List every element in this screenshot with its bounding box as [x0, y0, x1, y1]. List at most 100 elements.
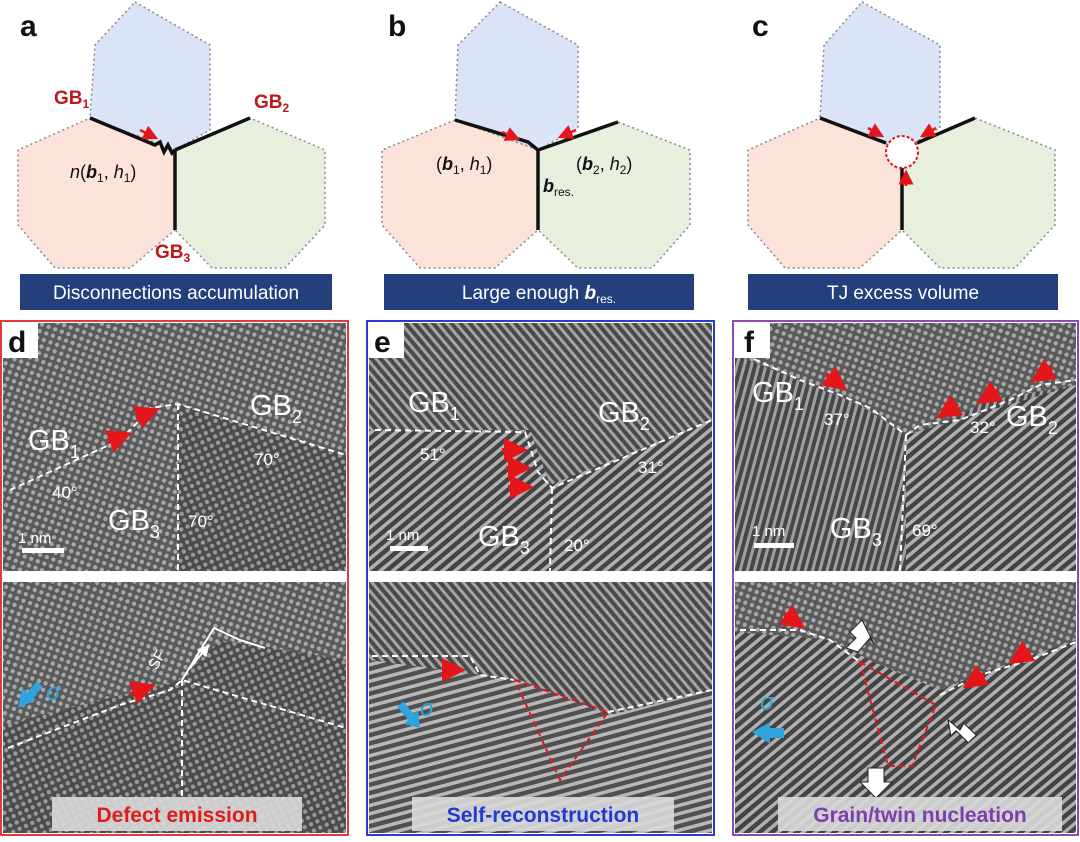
panel-d: GB1 GB2 GB3 40° 70° 70° 1 nm SF σ Defect…: [0, 320, 349, 836]
angle-d3: 70°: [188, 512, 214, 531]
scale-label-e: 1 nm: [386, 527, 419, 544]
sigma-arrow-e: [396, 701, 416, 721]
white-arrow-f-right: [947, 718, 977, 744]
tem-grain-f-bottom-upper: [735, 582, 1076, 690]
gb-dashed-e-bottom-right: [607, 689, 713, 713]
tem-grain-f-top-upper: [735, 323, 1076, 435]
nucleation-polygon-f: [858, 659, 938, 767]
white-arrow-f-down: [858, 767, 894, 799]
caption-box-d: [52, 797, 302, 831]
label-gb1-d: GB1: [28, 425, 80, 462]
grain-green-b: [537, 121, 691, 269]
gb-dashed-e-top: [374, 419, 713, 490]
label-gb3-d: GB3: [108, 505, 160, 542]
gb1-dashed-f-bottom: [740, 629, 861, 663]
red-arrow-f8: [1008, 640, 1036, 665]
caption-e: Self-reconstruction: [447, 804, 640, 827]
red-arrow-f2: [820, 366, 848, 391]
grain-pink-a: [17, 117, 176, 269]
caption-box-f: [778, 797, 1062, 831]
caption-bar-a: [20, 274, 332, 310]
red-arrow-c-left: [867, 123, 885, 138]
angle-f1: 37°: [824, 410, 850, 429]
label-bres-b: bres.: [543, 176, 574, 199]
red-arrow-f7: [962, 664, 990, 689]
label-gb3-e: GB3: [478, 521, 530, 558]
angle-e3: 20°: [564, 536, 590, 555]
label-gb1-a: GB1: [54, 88, 90, 111]
label-b1h1-b: (b1, h1): [436, 154, 492, 177]
panel-letter-a: a: [20, 10, 37, 43]
scale-bar-e: [390, 546, 428, 551]
panel-letter-b: b: [388, 10, 406, 43]
angle-f2: 32°: [970, 418, 996, 437]
sigma-label-f: σ: [760, 689, 776, 716]
red-arrow-c-right: [919, 123, 937, 138]
sigma-arrowhead-e: [404, 710, 420, 728]
panel-c: c TJ excess volume: [747, 1, 1058, 310]
red-arrow-f4: [976, 380, 1004, 405]
caption-box-e: [412, 797, 674, 831]
panel-b: b (b1, h1) (b2, h2) bres. Large enough b…: [381, 1, 694, 310]
label-gb1-f: GB1: [752, 377, 804, 414]
label-gb2-f: GB2: [1006, 401, 1058, 438]
scale-label-d: 1 nm: [18, 530, 51, 547]
grain-green-a: [174, 117, 326, 269]
caption-b: Large enough bres.: [462, 283, 616, 306]
angle-e2: 31°: [638, 458, 664, 477]
gb-dashed-d-top: [9, 402, 347, 491]
caption-bar-b: [384, 274, 694, 310]
gb3-dashed-f-top: [899, 434, 907, 572]
gb1-dashed-f-top: [744, 354, 907, 436]
tab-bg-d: [2, 322, 38, 358]
caption-bar-c: [748, 274, 1058, 310]
angle-f3: 69°: [912, 521, 938, 540]
sigma-arrowhead-d: [18, 688, 36, 708]
panel-letter-c: c: [752, 10, 769, 43]
panel-letter-d: d: [8, 326, 26, 359]
scale-label-f: 1 nm: [752, 523, 785, 540]
white-arrow-f-up: [845, 619, 875, 653]
caption-f: Grain/twin nucleation: [813, 804, 1027, 827]
tab-bg-e: [368, 322, 404, 358]
tem-grain-d-bottom-top: [3, 582, 346, 725]
gb3-dashed-e-top: [549, 487, 553, 572]
angle-d2: 70°: [254, 450, 280, 469]
angle-e1: 51°: [420, 445, 446, 464]
tj-excess-volume-circle: [885, 135, 919, 169]
label-nbh-a: n(b1, h1): [70, 162, 136, 185]
gb2-line-c: [916, 116, 976, 145]
sf-arrow-d: [189, 644, 210, 669]
panel-letter-tabs: d e f: [2, 322, 770, 359]
label-gb2-d: GB2: [250, 390, 302, 427]
grain-blue-b: [454, 1, 579, 151]
panel-letter-f: f: [744, 326, 755, 359]
sigma-arrow-f: [752, 722, 784, 744]
label-gb2-a: GB2: [254, 92, 290, 115]
red-arrow-f5: [1030, 358, 1058, 383]
grain-green-c: [901, 117, 1056, 269]
red-arrow-f3: [936, 394, 964, 419]
scale-bar-f: [754, 543, 794, 548]
label-gb1-e: GB1: [408, 387, 460, 424]
red-arrow-d2: [132, 406, 160, 429]
panel-letter-e: e: [374, 326, 391, 359]
tem-grain-e-bottom-upper: [369, 582, 712, 715]
red-arrow-b-right: [557, 125, 577, 139]
label-gb3-f: GB3: [830, 513, 882, 550]
panel-a: a GB1 GB2 GB3 n(b1, h1) Disconnections a…: [17, 1, 332, 310]
gb1-line-c: [819, 116, 887, 145]
label-b2h2-b: (b2, h2): [576, 154, 632, 177]
tab-bg-f: [734, 322, 770, 358]
caption-c: TJ excess volume: [827, 283, 979, 304]
panel-e: GB1 GB2 GB3 51° 31° 20° 1 nm σ Self-reco…: [366, 320, 715, 836]
gb1-line-b: [454, 118, 540, 152]
red-arrow-d1: [104, 430, 132, 453]
tem-grain-f-top-right: [906, 385, 1076, 571]
gb2-dashed-f-top: [905, 379, 1077, 436]
angle-d1: 40°: [52, 483, 78, 502]
label-gb3-a: GB3: [155, 242, 191, 265]
panel-f: GB1 GB2 GB3 37° 32° 69° 1 nm σ Grain/twi…: [732, 320, 1079, 836]
caption-a: Disconnections accumulation: [53, 283, 299, 304]
